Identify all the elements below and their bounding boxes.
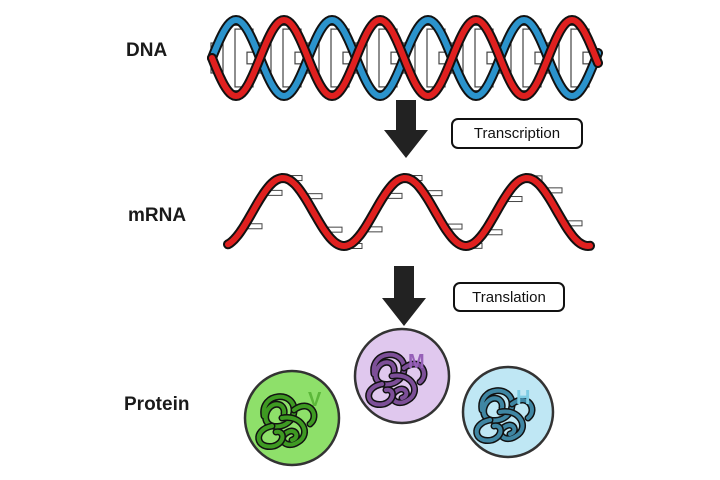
protein-v-fold bbox=[255, 393, 318, 450]
protein-fold-segment bbox=[292, 404, 316, 426]
protein-fold-segment bbox=[510, 398, 534, 420]
protein-h: H bbox=[461, 365, 555, 459]
down-arrow-translation bbox=[382, 266, 426, 326]
mrna-backbone bbox=[223, 172, 595, 252]
dna-strand-red-color bbox=[209, 16, 601, 100]
protein-fold-segment bbox=[366, 382, 395, 407]
protein-h-fold bbox=[473, 387, 536, 444]
protein-v: V bbox=[243, 369, 341, 467]
protein-m-fold bbox=[365, 351, 428, 408]
protein-fold-segment bbox=[479, 388, 514, 423]
protein-fold-segment bbox=[402, 362, 426, 384]
dna-label: DNA bbox=[126, 40, 168, 61]
protein-fold-segment bbox=[256, 424, 285, 449]
protein-fold-segment bbox=[261, 394, 296, 429]
protein-v-letter: V bbox=[308, 389, 322, 411]
mrna-label: mRNA bbox=[128, 205, 187, 226]
mrna-backbone-color bbox=[225, 174, 593, 250]
protein-label: Protein bbox=[124, 394, 190, 415]
mrna-strand bbox=[223, 172, 595, 252]
protein-m-letter: M bbox=[408, 351, 425, 373]
protein-h-letter: H bbox=[516, 387, 530, 409]
protein-fold-segment bbox=[371, 352, 406, 387]
protein-fold-segment bbox=[474, 418, 503, 443]
dna-double-helix bbox=[207, 14, 603, 102]
transcription-text: Transcription bbox=[473, 125, 561, 142]
translation-box: Translation bbox=[453, 282, 565, 312]
translation-text: Translation bbox=[472, 288, 546, 306]
down-arrow-transcription bbox=[384, 100, 428, 158]
transcription-box: Transcription bbox=[451, 118, 583, 149]
protein-m: M bbox=[353, 327, 451, 425]
